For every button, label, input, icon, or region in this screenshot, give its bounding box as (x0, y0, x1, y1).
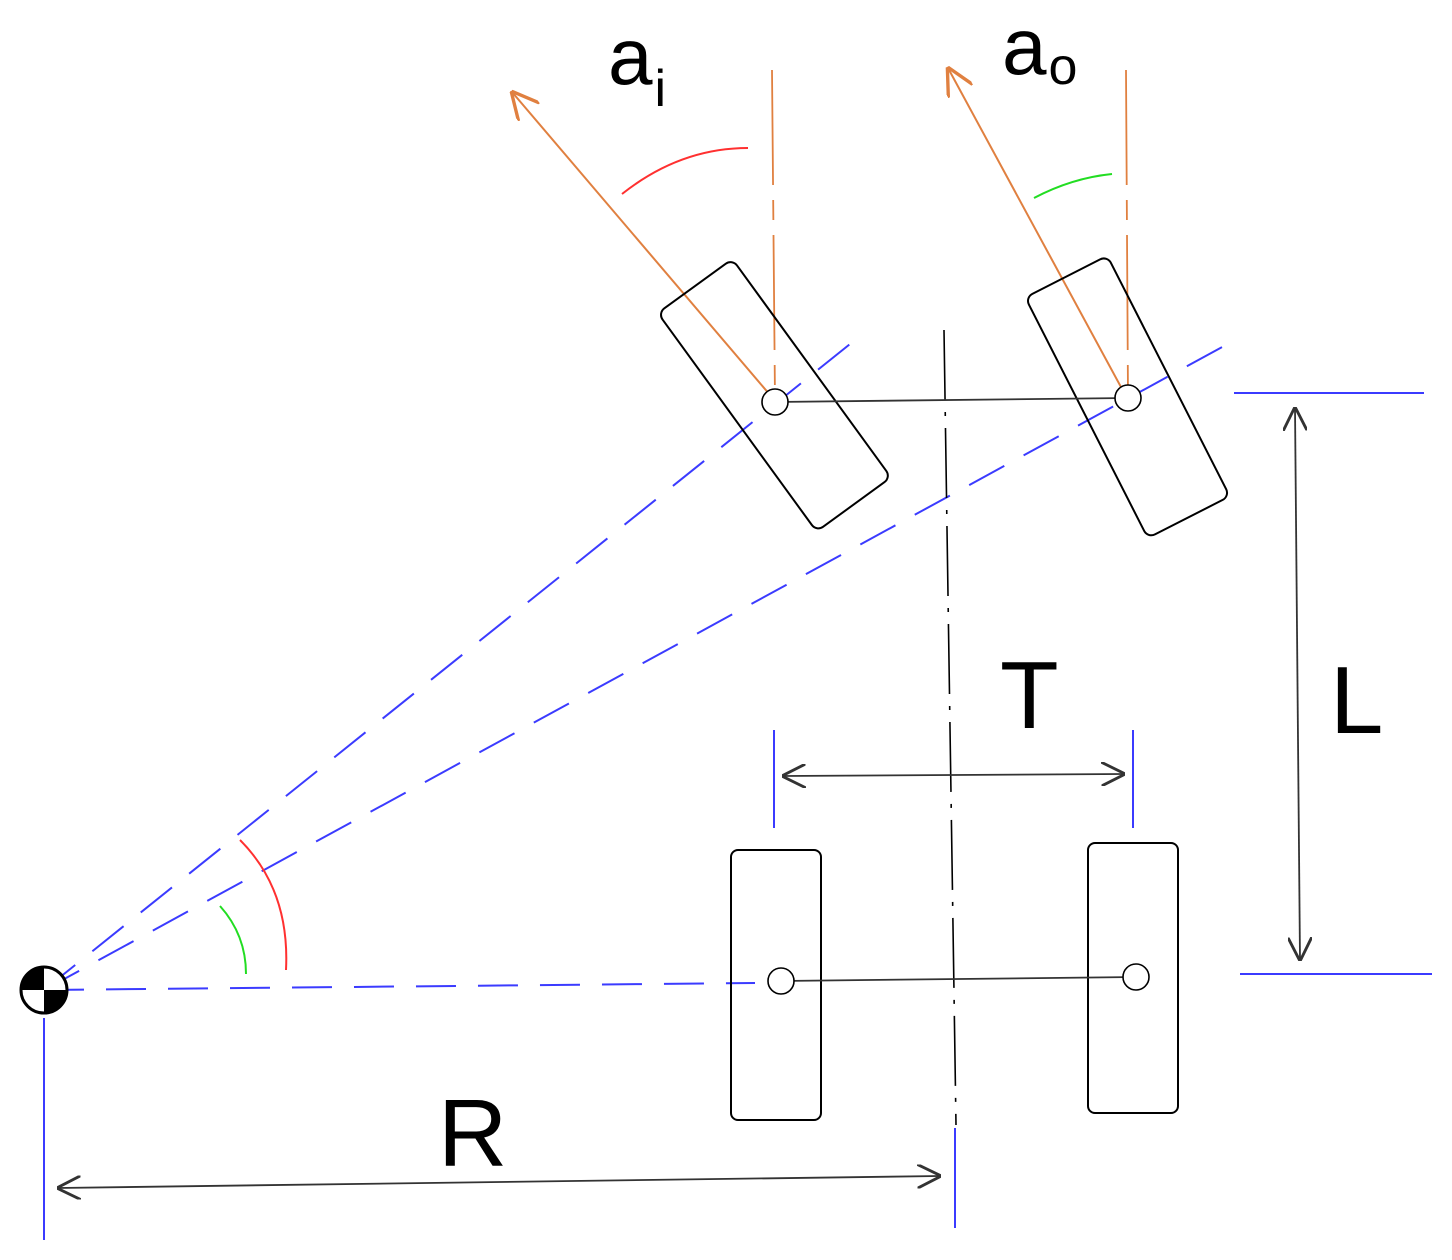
outer-wheel-straight-reference (1125, 69, 1129, 399)
rear-inner-hub (767, 967, 795, 995)
radius-dimension-arrow (58, 1176, 940, 1188)
ray-to-outer-front-wheel (43, 345, 1225, 991)
wheelbase-label: L (1330, 647, 1383, 754)
ray-to-rear-axle (43, 982, 756, 991)
front-wheels (660, 257, 1229, 537)
outer-steer-angle-arc (1033, 173, 1113, 199)
inner-wheel-straight-reference (771, 69, 776, 401)
ray-to-inner-front-wheel (43, 335, 861, 991)
inner-steer-angle-arc (621, 147, 749, 195)
rear-axle (780, 976, 1137, 982)
alpha-outer-label: ao (1002, 2, 1077, 96)
steering-vectors (512, 68, 1129, 403)
outer-angle-arc-at-center (219, 905, 247, 975)
wheel-heading-references (771, 69, 1129, 401)
construction-lines (43, 335, 1225, 991)
alpha-inner-label: ai (608, 12, 666, 118)
vehicle-centerline (943, 329, 957, 1126)
axles (774, 397, 1137, 982)
front-axle (774, 397, 1129, 403)
reference-lines (43, 392, 1432, 1240)
front-outer-hub (1114, 384, 1142, 412)
rear-inner-wheel (730, 849, 822, 1121)
inner-angle-arc-at-center (239, 839, 288, 971)
dimension-arrows (58, 408, 1300, 1188)
front-inner-wheel (660, 261, 889, 530)
turn-center-quadrant-b (44, 990, 67, 1013)
outer-steer-direction-arrow (948, 68, 1129, 401)
wheelbase-dimension-arrow (1295, 408, 1300, 960)
rear-outer-hub (1122, 963, 1150, 991)
track-dimension-arrow (783, 774, 1124, 776)
turn-center-quadrant-a (21, 967, 44, 990)
front-inner-hub (761, 388, 789, 416)
radius-label: R (438, 1080, 507, 1187)
inner-steer-direction-arrow (512, 92, 777, 403)
wheel-hubs (761, 384, 1150, 995)
front-outer-wheel (1027, 257, 1229, 537)
track-label: T (1000, 642, 1059, 749)
turn-center-symbol (19, 965, 69, 1015)
